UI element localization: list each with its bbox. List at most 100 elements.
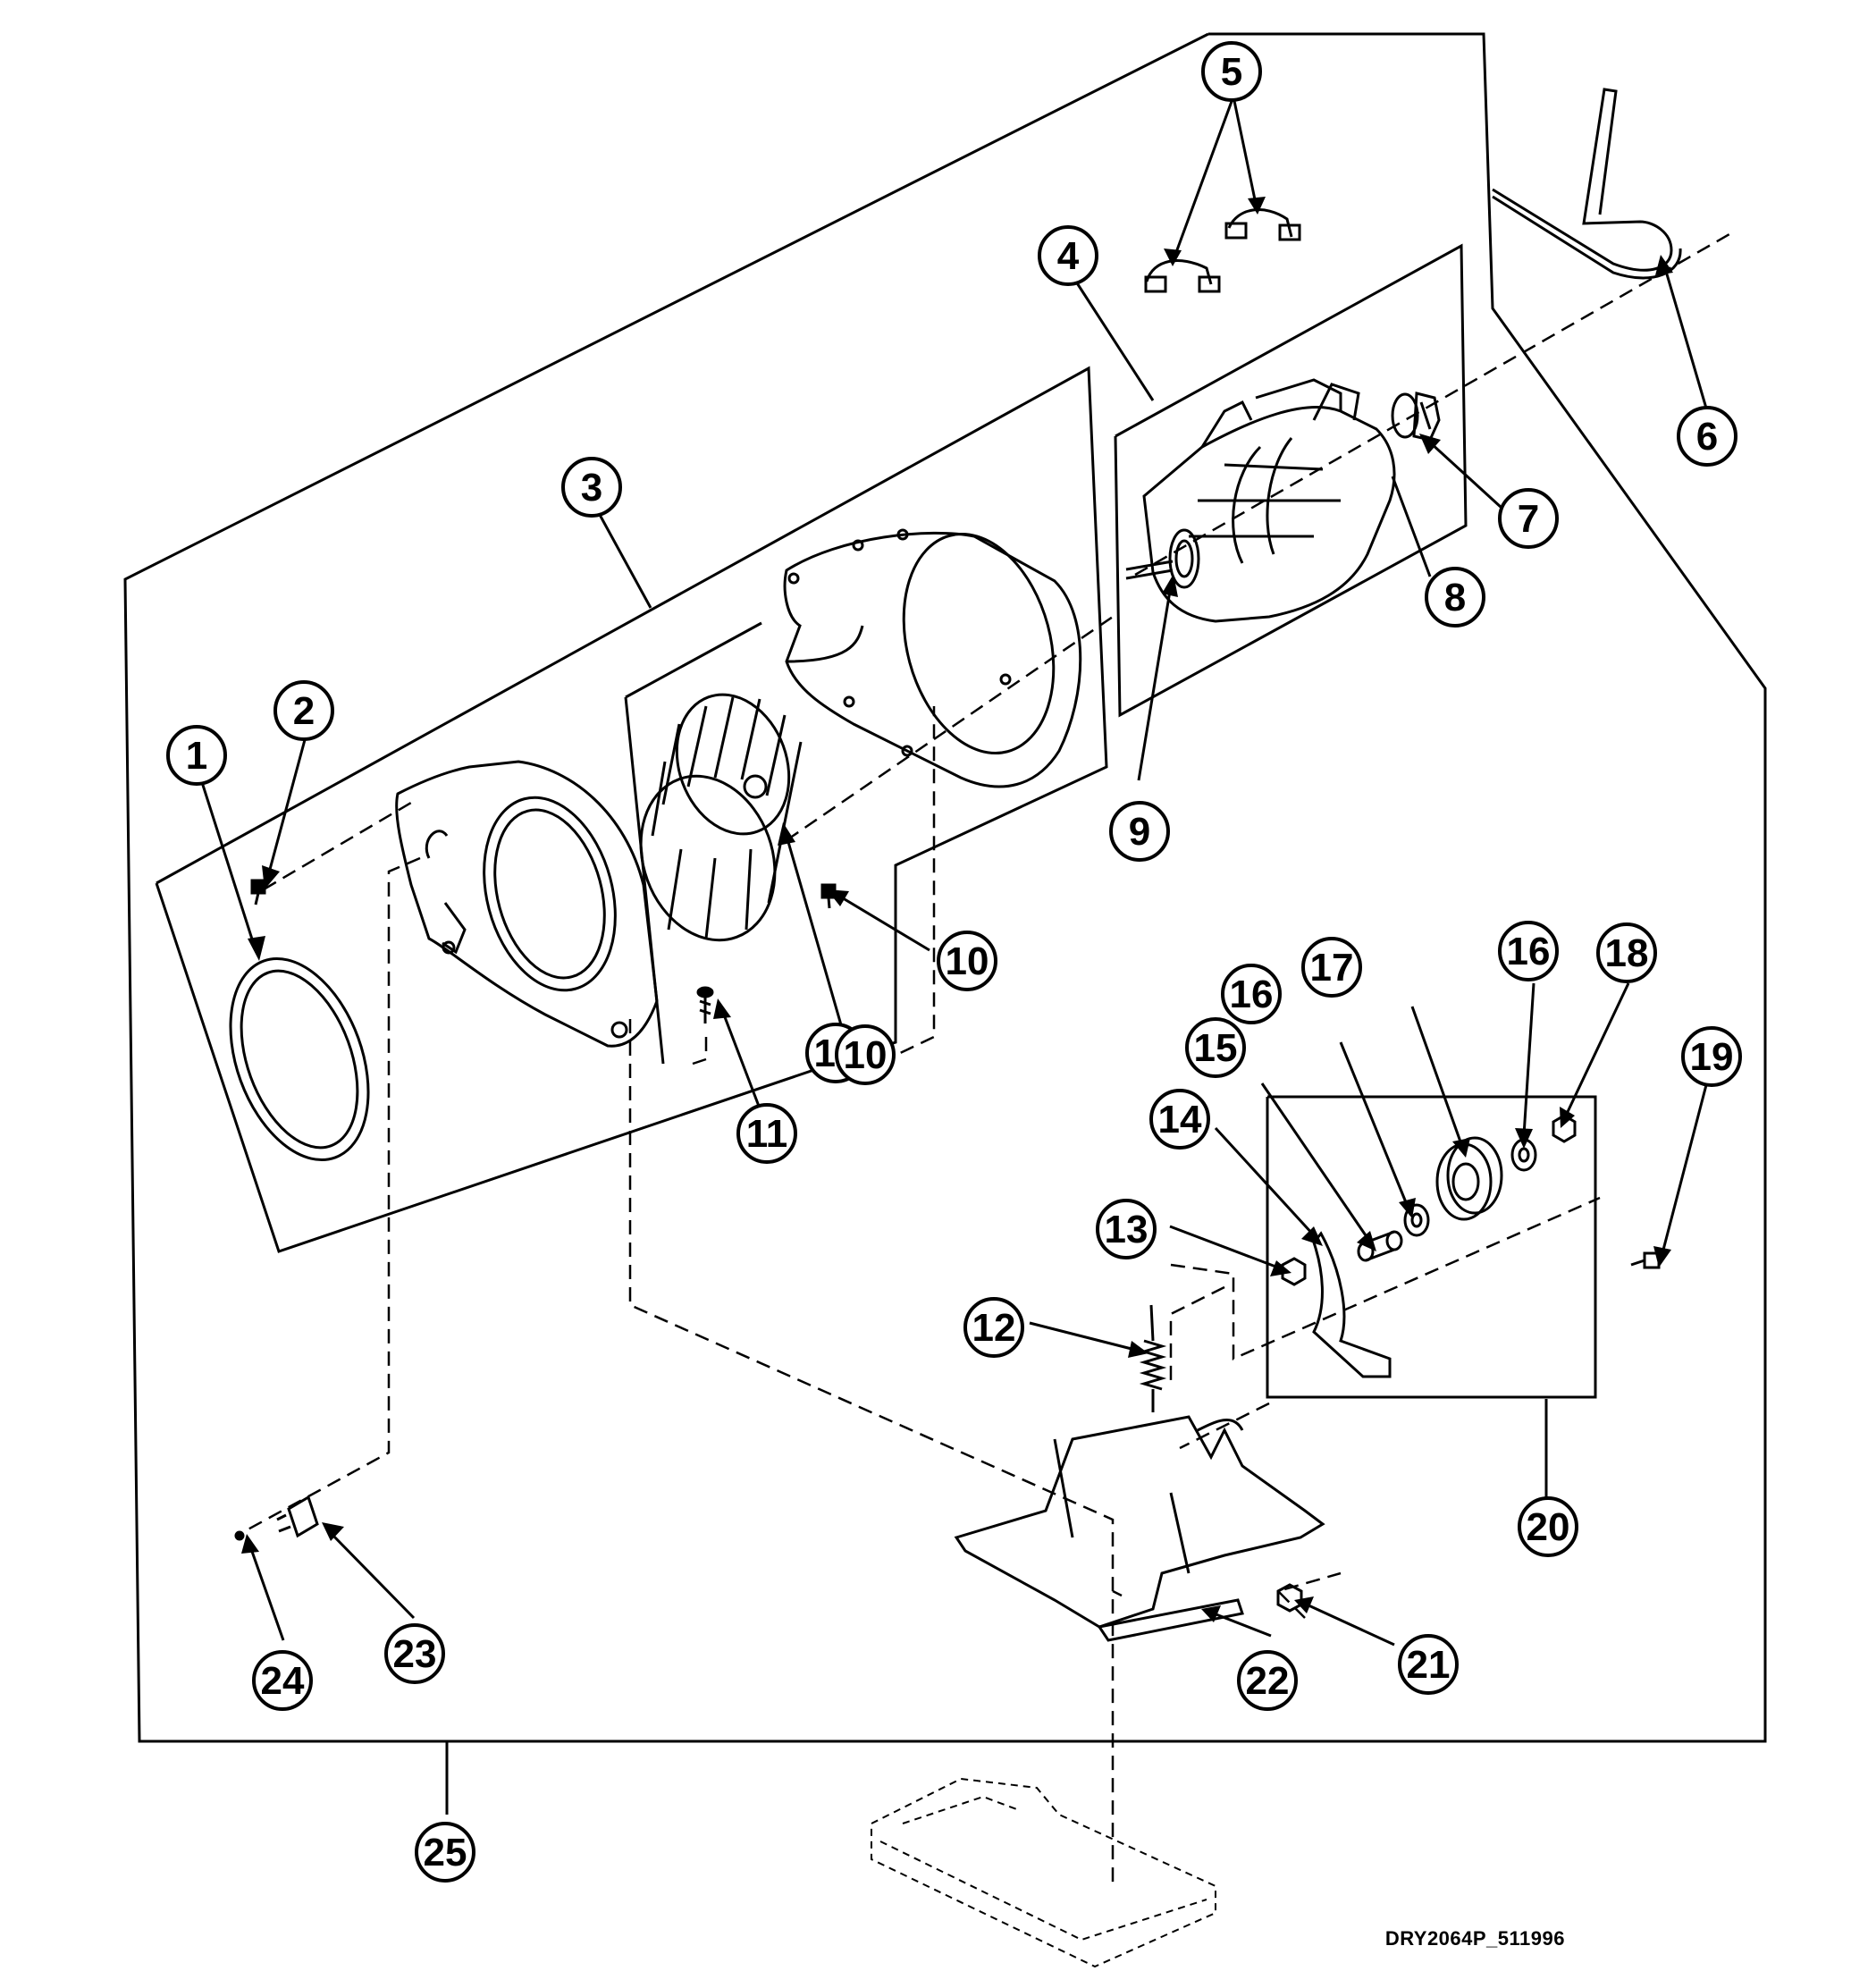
callout-circle (252, 1650, 313, 1711)
callout-circle (273, 680, 334, 741)
callout-4: 4 (1038, 225, 1098, 286)
callout-16: 16 (1221, 964, 1282, 1024)
parts (229, 88, 1682, 1642)
callout-circle (166, 725, 227, 786)
callout-number: 18 (1605, 931, 1649, 975)
callout-9: 9 (1109, 801, 1170, 862)
callout-number: 16 (1507, 930, 1551, 973)
callout-14: 14 (1149, 1089, 1210, 1150)
callout-10: 10 (937, 931, 997, 991)
callout-number: 3 (581, 466, 602, 510)
callout-number: 19 (1690, 1035, 1734, 1079)
callout-15: 15 (1185, 1017, 1246, 1078)
callout-circle (1185, 1017, 1246, 1078)
callout-circle (937, 931, 997, 991)
callout-number: 24 (261, 1659, 305, 1703)
callout-circle (561, 457, 622, 518)
callout-18: 18 (1596, 922, 1657, 983)
callout-10: 10 (835, 1024, 896, 1085)
callout-circle (1237, 1650, 1298, 1711)
screw-part-2 (250, 879, 266, 906)
callout-19: 19 (1681, 1026, 1742, 1087)
callout-number: 7 (1518, 497, 1539, 541)
callout-circle (1109, 801, 1170, 862)
dashed-alignment-lines (240, 232, 1730, 1886)
seal-ring-part (229, 956, 370, 1162)
callout-circle (1096, 1199, 1157, 1259)
callout-6: 6 (1677, 406, 1737, 467)
callout-number: 17 (1310, 946, 1354, 990)
pulley-nut-part (1391, 392, 1441, 442)
callout-circle (835, 1024, 896, 1085)
callout-16: 16 (1498, 921, 1559, 981)
callout-circle (384, 1623, 445, 1684)
callout-layer: 1234567891011101012131415161716181920212… (166, 41, 1742, 1883)
callout-circle (1518, 1496, 1578, 1557)
callout-13: 13 (1096, 1199, 1157, 1259)
callout-circle (1498, 488, 1559, 549)
idler-pulley-part (1435, 1136, 1503, 1221)
callout-number: 10 (946, 939, 989, 983)
callout-number: 25 (424, 1831, 467, 1874)
callout-circle (1301, 937, 1362, 998)
screw-part-19 (1630, 1251, 1661, 1269)
callout-number: 8 (1444, 576, 1466, 619)
rear-blower-housing (783, 528, 1082, 788)
callout-3: 3 (561, 457, 622, 518)
callout-number: 10 (844, 1033, 888, 1077)
callout-circle (1425, 567, 1485, 628)
tension-spring-part (1139, 1304, 1167, 1412)
callout-number: 11 (746, 1112, 788, 1156)
blower-housing-plate (395, 760, 659, 1048)
idler-arm-part (1312, 1231, 1392, 1378)
frame-20-outline (1266, 1095, 1597, 1399)
callout-circle (1498, 921, 1559, 981)
callout-23: 23 (384, 1623, 445, 1684)
frame-3-outline (155, 366, 1108, 1253)
callout-number: 20 (1527, 1505, 1570, 1549)
leader-lines (199, 96, 1709, 1815)
callout-number: 23 (393, 1632, 437, 1676)
callout-number: 14 (1158, 1098, 1202, 1141)
screw-part-10-lower (696, 986, 714, 1023)
callout-22: 22 (1237, 1650, 1298, 1711)
callout-17: 17 (1301, 937, 1362, 998)
callout-12: 12 (963, 1297, 1024, 1358)
drawing-reference-caption: DRY2064P_511996 (1384, 1927, 1565, 1950)
callout-1: 1 (166, 725, 227, 786)
callout-number: 2 (293, 689, 315, 733)
callout-number: 22 (1246, 1659, 1290, 1703)
callout-25: 25 (415, 1822, 475, 1883)
callout-circle (1681, 1026, 1742, 1087)
callout-circle (1677, 406, 1737, 467)
callout-circle (1596, 922, 1657, 983)
callout-24: 24 (252, 1650, 313, 1711)
callout-circle (1149, 1089, 1210, 1150)
nut-part-13 (1281, 1257, 1307, 1286)
screw-part-24 (234, 1530, 245, 1541)
frame-wheel-outline-2 (624, 696, 665, 1065)
callout-circle (963, 1297, 1024, 1358)
blower-wheel-part (639, 693, 803, 942)
frame-25-outline (123, 32, 1767, 1743)
callout-circle (1038, 225, 1098, 286)
callout-number: 4 (1057, 234, 1080, 278)
callout-number: 12 (972, 1306, 1016, 1350)
callout-number: 9 (1129, 810, 1150, 854)
callout-21: 21 (1398, 1634, 1459, 1695)
callout-11: 11 (736, 1103, 797, 1164)
callout-number: 1 (186, 734, 207, 778)
callout-8: 8 (1425, 567, 1485, 628)
callout-circle (1221, 964, 1282, 1024)
drive-motor-part (1125, 378, 1396, 623)
callout-number: 5 (1221, 50, 1242, 94)
arrowheads (241, 197, 1673, 1622)
frame-4-outline (1114, 243, 1468, 718)
motor-clamp-right (1224, 208, 1301, 241)
callout-number: 21 (1407, 1643, 1451, 1687)
assembly-outlines (123, 32, 1767, 1743)
callout-circle (1201, 41, 1262, 102)
callout-5: 5 (1201, 41, 1262, 102)
callout-number: 6 (1696, 415, 1718, 459)
callout-number: 16 (1230, 973, 1274, 1016)
